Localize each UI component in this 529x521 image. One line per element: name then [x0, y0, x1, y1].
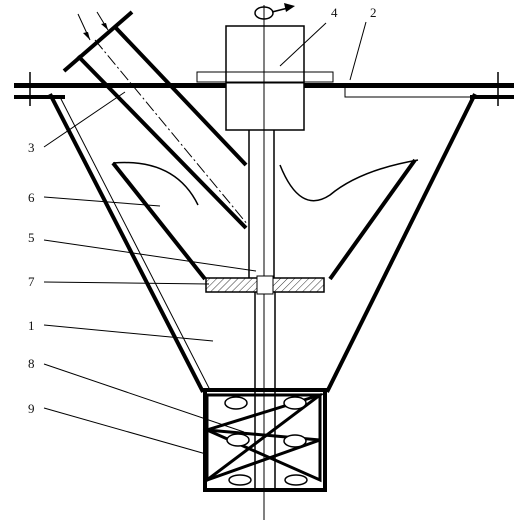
label-9: 9	[28, 401, 35, 416]
label-7: 7	[28, 274, 35, 289]
label-2: 2	[370, 5, 377, 20]
screw-housing	[203, 388, 327, 492]
label-6: 6	[28, 190, 35, 205]
distributor-plate	[205, 275, 325, 295]
part-labels: 3 4 2 6 5 7 1 8 9	[28, 5, 377, 416]
motor-unit	[196, 5, 334, 131]
label-3: 3	[28, 140, 35, 155]
inlet-pipe	[62, 10, 249, 230]
leader-lines	[43, 21, 367, 455]
label-4: 4	[331, 5, 338, 20]
screw-flights	[202, 392, 325, 486]
label-1: 1	[28, 318, 35, 333]
rotation-arrow-icon	[254, 3, 295, 20]
label-5: 5	[28, 230, 35, 245]
label-8: 8	[28, 356, 35, 371]
inner-cone	[111, 158, 419, 281]
hopper-body	[48, 93, 477, 393]
